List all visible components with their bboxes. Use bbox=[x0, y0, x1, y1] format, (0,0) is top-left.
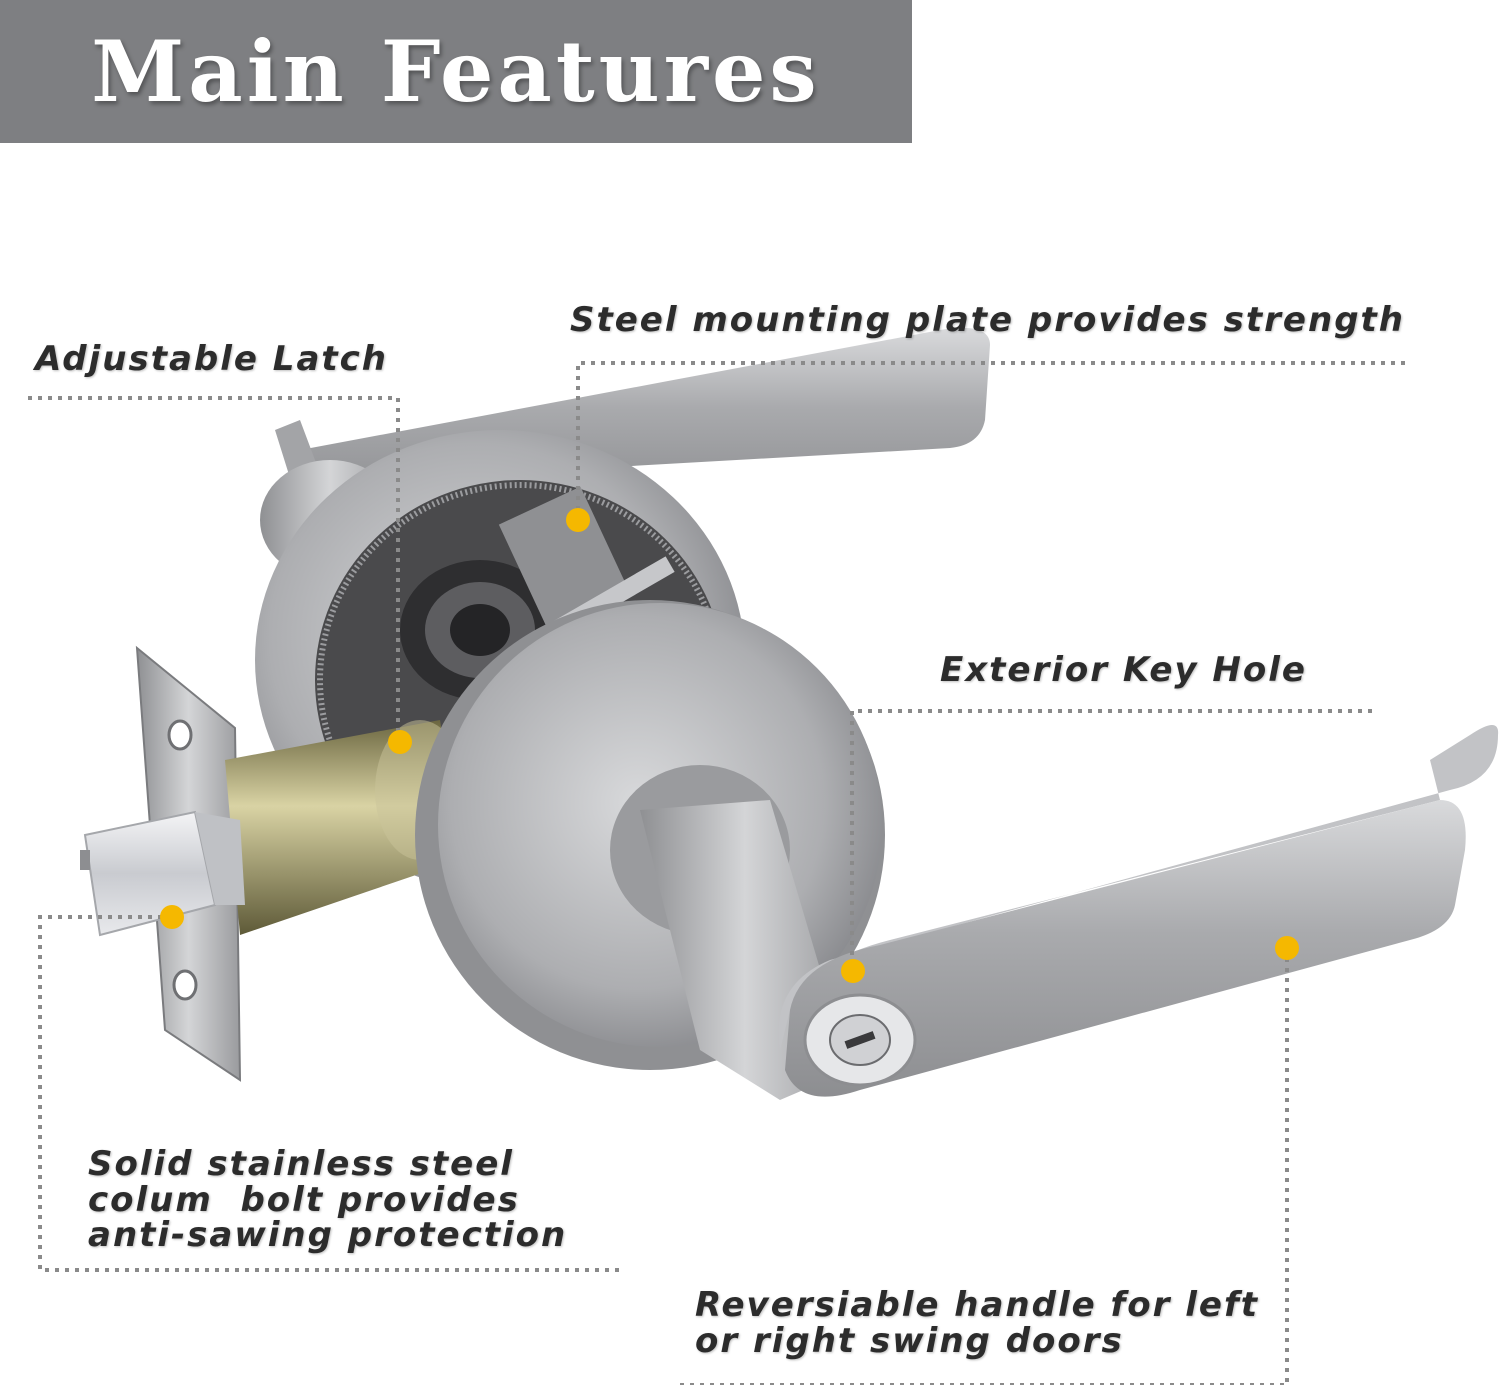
title-banner bbox=[0, 0, 912, 143]
label-bolt-line-3: anti-sawing protection bbox=[88, 1215, 568, 1256]
label-adjustable-latch: Adjustable Latch bbox=[35, 339, 389, 379]
leader-key-hole bbox=[850, 709, 1372, 970]
marker-mounting-plate bbox=[566, 508, 590, 532]
page-title: Main Features bbox=[91, 22, 821, 121]
label-handle-line-1: Reversiable handle for left bbox=[695, 1285, 1260, 1325]
marker-bolt bbox=[160, 905, 184, 929]
front-lever bbox=[640, 725, 1499, 1100]
label-key-hole: Exterior Key Hole bbox=[940, 650, 1307, 690]
marker-handle bbox=[1275, 936, 1299, 960]
label-handle-line-2: or right swing doors bbox=[695, 1320, 1124, 1361]
label-bolt-line-1: Solid stainless steel bbox=[88, 1144, 514, 1184]
marker-adjustable-latch bbox=[388, 730, 412, 754]
leader-mounting-plate bbox=[576, 361, 1405, 520]
leader-adjustable-latch bbox=[28, 396, 400, 740]
leader-lines bbox=[28, 361, 1405, 1385]
label-bolt-line-2: colum bolt provides bbox=[88, 1179, 520, 1220]
label-handle: Reversiable handle for left or right swi… bbox=[695, 1285, 1260, 1361]
label-mounting-plate: Steel mounting plate provides strength bbox=[570, 300, 1405, 340]
latch-bolt bbox=[80, 810, 245, 937]
label-bolt: Solid stainless steel colum bolt provide… bbox=[88, 1144, 568, 1256]
marker-key-hole bbox=[841, 959, 865, 983]
markers bbox=[160, 508, 1299, 983]
